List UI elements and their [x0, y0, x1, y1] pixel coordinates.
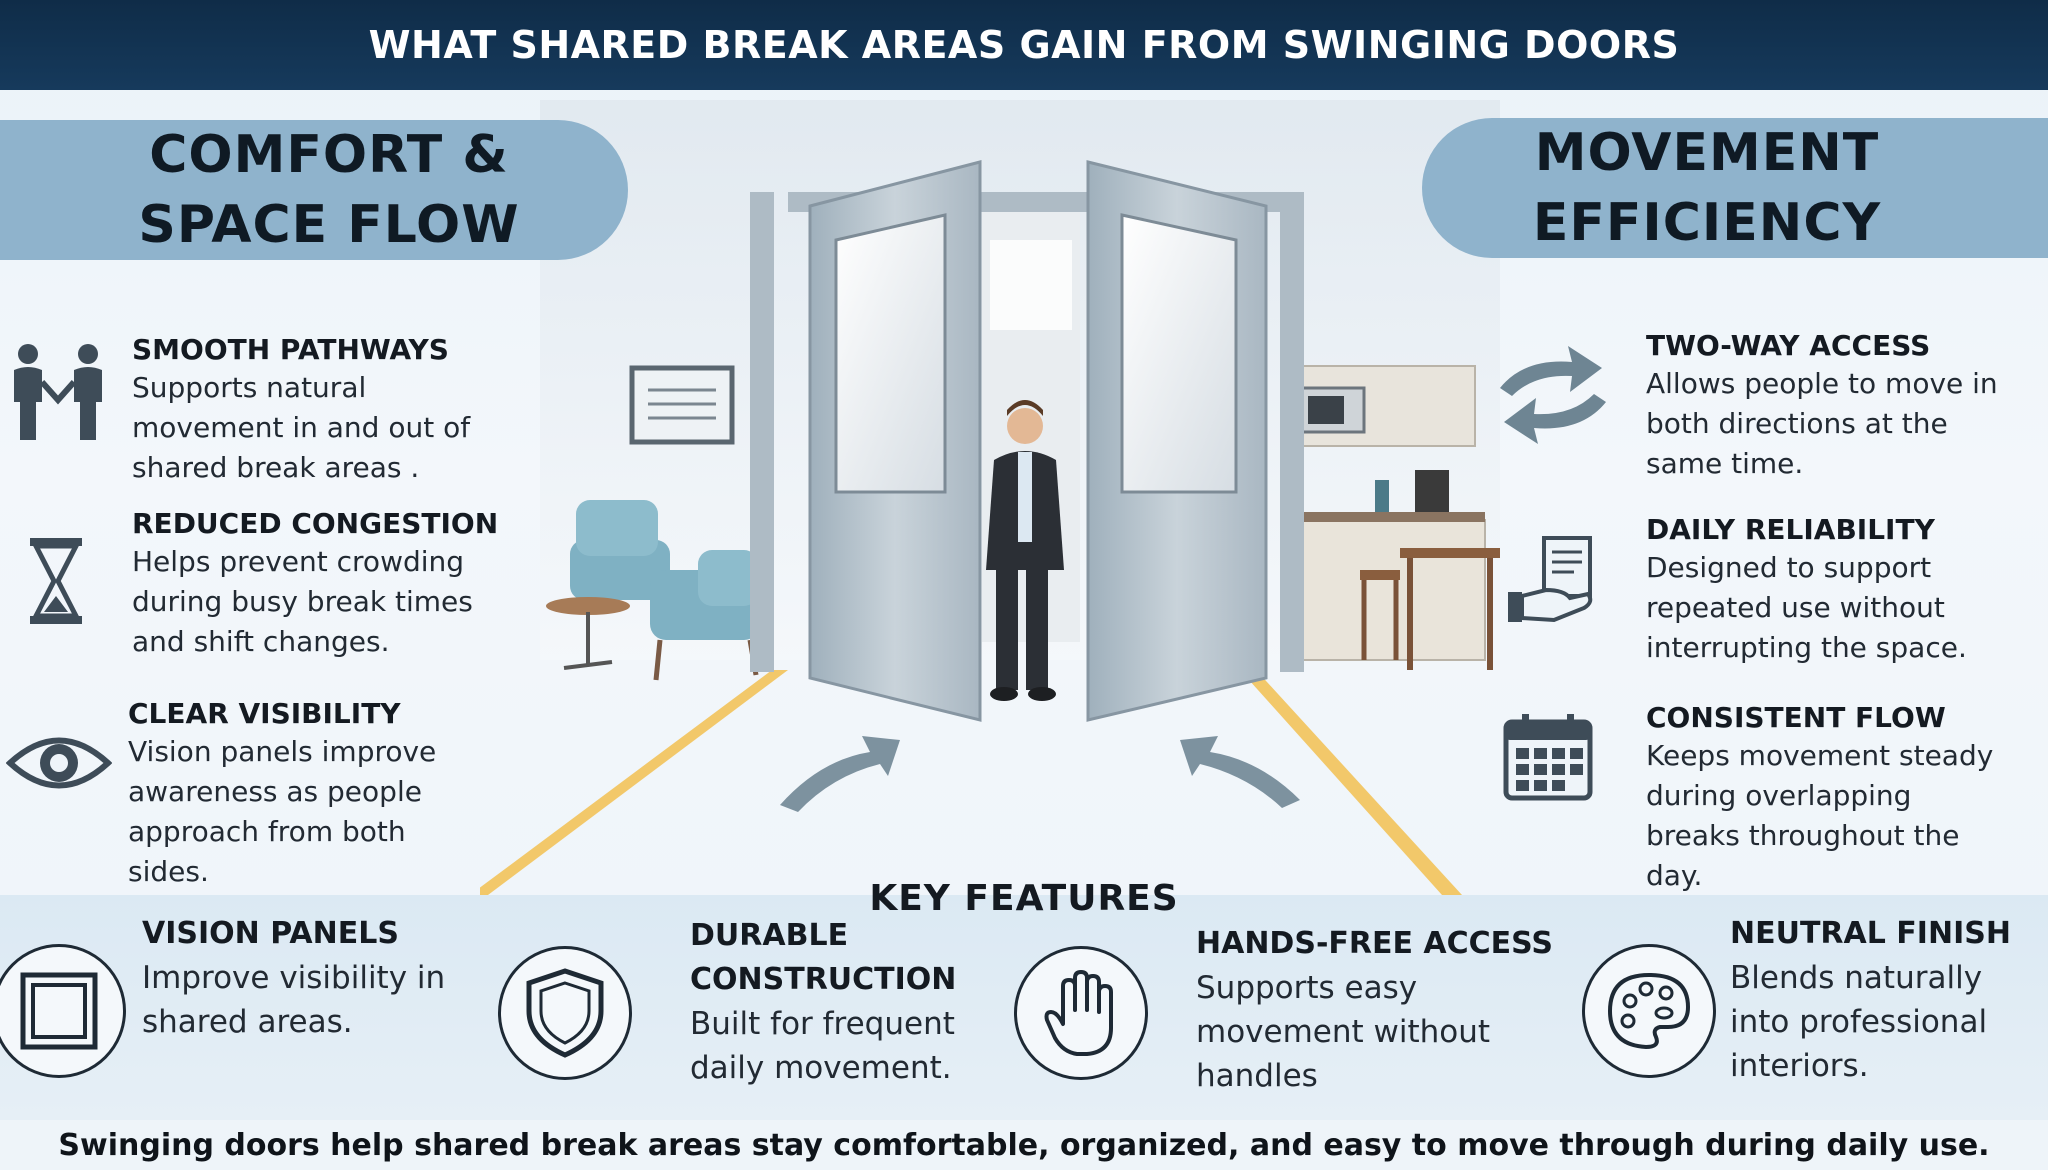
reduced-congestion-item: REDUCED CONGESTION Helps prevent crowdin…: [132, 506, 512, 662]
left-section-title-line1: COMFORT &: [149, 125, 509, 185]
feature-desc-line: into professional: [1730, 1004, 1988, 1040]
item-title: TWO-WAY ACCESS: [1646, 329, 1931, 362]
item-desc-line: Designed to support: [1646, 551, 1932, 584]
consistent-flow-item: CONSISTENT FLOW Keeps movement steady du…: [1646, 700, 2026, 896]
item-desc-line: Helps prevent crowding: [132, 545, 465, 578]
right-door-window: [1120, 213, 1238, 494]
item-desc-line: approach from both: [128, 815, 406, 848]
item-desc-line: interrupting the space.: [1646, 631, 1967, 664]
neutral-finish-feature: NEUTRAL FINISH Blends naturally into pro…: [1730, 912, 2040, 1088]
comfort-space-flow-header: COMFORT & SPACE FLOW: [0, 120, 628, 260]
people-icon: [14, 344, 102, 440]
item-desc-line: same time.: [1646, 447, 1804, 480]
feature-title: NEUTRAL FINISH: [1730, 916, 2011, 951]
left-door-window: [834, 213, 947, 494]
feature-title: VISION PANELS: [142, 916, 399, 951]
item-desc-line: breaks throughout the: [1646, 819, 1960, 852]
hand-icon: [1044, 970, 1113, 1056]
item-desc-line: sides.: [128, 855, 209, 888]
lounge-chairs: [546, 500, 760, 681]
item-title: DAILY RELIABILITY: [1646, 513, 1935, 546]
kitchen-area: [1284, 365, 1500, 670]
feature-desc-line: movement without: [1196, 1014, 1491, 1050]
vision-panel-icon-circle: [0, 944, 126, 1078]
daily-reliability-item: DAILY RELIABILITY Designed to support re…: [1646, 512, 2026, 668]
item-title: SMOOTH PATHWAYS: [132, 333, 449, 366]
feature-desc-line: Blends naturally: [1730, 960, 1983, 996]
calendar-icon: [1503, 714, 1593, 801]
shield-icon: [526, 968, 604, 1058]
clear-visibility-item: CLEAR VISIBILITY Vision panels improve a…: [128, 696, 488, 892]
item-title: CLEAR VISIBILITY: [128, 697, 401, 730]
feature-title: DURABLE: [690, 918, 849, 953]
hourglass-icon: [30, 538, 82, 624]
neutral-finish-icon-circle: [1582, 944, 1716, 1078]
item-title: CONSISTENT FLOW: [1646, 701, 1946, 734]
item-title: REDUCED CONGESTION: [132, 507, 499, 540]
durable-construction-feature: DURABLE CONSTRUCTION Built for frequent …: [690, 914, 1010, 1090]
item-desc-line: Allows people to move in: [1646, 367, 1998, 400]
item-desc-line: shared break areas .: [132, 451, 420, 484]
item-desc-line: during busy break times: [132, 585, 473, 618]
item-desc-line: Supports natural: [132, 371, 367, 404]
right-section-title-line1: MOVEMENT: [1534, 123, 1880, 183]
movement-efficiency-header: MOVEMENT EFFICIENCY: [1422, 118, 2048, 258]
item-desc-line: day.: [1646, 859, 1703, 892]
left-section-title-line2: SPACE FLOW: [138, 195, 520, 255]
vision-panels-feature: VISION PANELS Improve visibility in shar…: [142, 912, 472, 1044]
break-room-illustration: [480, 100, 1500, 895]
hands-free-access-feature: HANDS-FREE ACCESS Supports easy movement…: [1196, 922, 1556, 1098]
feature-desc-line: shared areas.: [142, 1004, 353, 1040]
right-section-title-line2: EFFICIENCY: [1532, 193, 1882, 253]
two-way-arrows-icon: [1500, 346, 1606, 444]
feature-title: CONSTRUCTION: [690, 962, 957, 997]
arrow-left: [780, 736, 900, 812]
feature-desc-line: handles: [1196, 1058, 1318, 1094]
durable-icon-circle: [498, 946, 632, 1080]
hands-free-icon-circle: [1014, 946, 1148, 1080]
square-panel-icon: [20, 972, 98, 1050]
two-way-access-item: TWO-WAY ACCESS Allows people to move in …: [1646, 328, 2026, 484]
item-desc-line: Keeps movement steady: [1646, 739, 1994, 772]
title-banner: WHAT SHARED BREAK AREAS GAIN FROM SWINGI…: [0, 0, 2048, 90]
page-title: WHAT SHARED BREAK AREAS GAIN FROM SWINGI…: [368, 23, 1680, 67]
item-desc-line: Vision panels improve: [128, 735, 437, 768]
smooth-pathways-item: SMOOTH PATHWAYS Supports natural movemen…: [132, 332, 492, 488]
item-desc-line: during overlapping: [1646, 779, 1912, 812]
item-desc-line: movement in and out of: [132, 411, 471, 444]
floor-stripe-left-line: [480, 670, 788, 895]
feature-desc-line: daily movement.: [690, 1050, 952, 1086]
feature-desc-line: Built for frequent: [690, 1006, 955, 1042]
item-desc-line: awareness as people: [128, 775, 422, 808]
feature-desc-line: Supports easy: [1196, 970, 1418, 1006]
feature-desc-line: Improve visibility in: [142, 960, 446, 996]
key-features-title: KEY FEATURES: [869, 878, 1179, 919]
floor-stripe-right-line: [1240, 670, 1462, 895]
arrow-right: [1180, 736, 1300, 808]
item-desc-line: and shift changes.: [132, 625, 390, 658]
item-desc-line: repeated use without: [1646, 591, 1945, 624]
eye-icon: [6, 737, 112, 789]
palette-icon: [1607, 972, 1691, 1050]
item-desc-line: both directions at the: [1646, 407, 1948, 440]
feature-desc-line: interiors.: [1730, 1048, 1869, 1084]
feature-title: HANDS-FREE ACCESS: [1196, 926, 1554, 961]
footer-summary: Swinging doors help shared break areas s…: [0, 1120, 2048, 1170]
person-figure: [986, 400, 1064, 701]
hand-document-icon: [1508, 536, 1593, 623]
